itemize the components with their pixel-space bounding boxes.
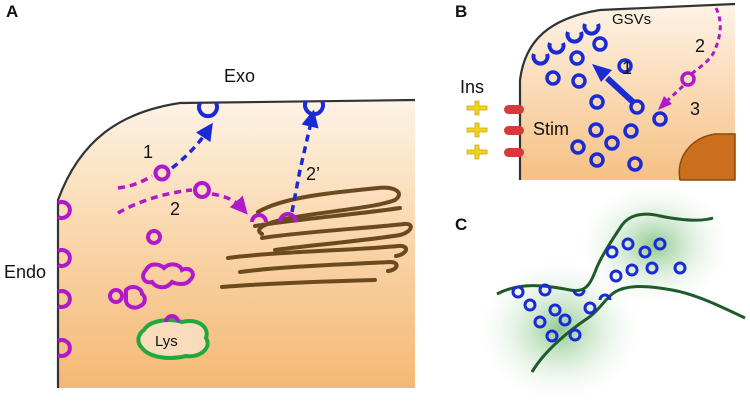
insulin-receptors <box>504 105 524 157</box>
gsv-vesicles <box>545 36 668 172</box>
gsv-icon <box>627 156 643 172</box>
gsv-icon <box>629 99 645 115</box>
docking-vesicle-icon <box>572 289 586 297</box>
lysosome-label: Lys <box>155 333 178 350</box>
pathway-2-vesicle-icon-b <box>680 71 696 87</box>
synaptic-vesicle-icon <box>621 237 635 251</box>
panel-a: A Exo Endo 1 2 2’ Lys <box>4 2 416 388</box>
docking-vesicle-icon <box>598 293 612 301</box>
endo-vesicle-icon <box>57 289 72 309</box>
synaptic-vesicle-icon <box>605 245 619 259</box>
panel-c: C <box>455 185 746 400</box>
synaptic-vesicles <box>511 237 687 343</box>
endo-label: Endo <box>4 262 46 282</box>
pathway-1-magenta-arrow <box>117 174 153 190</box>
pathway-2-magenta-arrow-b <box>211 192 248 215</box>
synaptic-vesicle-icon <box>533 315 547 329</box>
pathway-2-prime-label: 2’ <box>306 164 320 184</box>
golgi-vesicle-icon <box>250 213 268 223</box>
synaptic-vesicle-icon <box>609 269 623 283</box>
pathway-1-label: 1 <box>143 142 153 162</box>
synaptic-vesicle-icon <box>625 263 639 277</box>
gsv-icon <box>623 123 639 139</box>
lysosome-vesicle-icon <box>164 314 180 323</box>
endo-vesicle-icon <box>57 248 72 268</box>
pathway-3-magenta-arrow <box>666 84 685 102</box>
synaptic-vesicle-icon <box>523 298 537 312</box>
panel-a-membrane <box>56 98 416 388</box>
insulin-receptor-icon <box>504 105 524 114</box>
gsv-icon <box>569 50 585 66</box>
pathway-2-label-b: 2 <box>695 36 705 56</box>
gsvs-label: GSVs <box>612 11 651 28</box>
exo-vesicle-icon <box>197 102 219 119</box>
panel-a-letter: A <box>6 2 18 21</box>
synaptic-vesicle-icon <box>568 328 582 342</box>
pathway-3-arrowhead <box>658 96 672 110</box>
synaptic-vesicle-icon <box>638 245 652 259</box>
endo-vesicle-icon <box>57 200 72 220</box>
gsv-icon <box>571 73 587 89</box>
insulin-receptor-icon <box>504 126 524 135</box>
panel-b-membrane <box>518 2 736 180</box>
gsv-icon <box>617 58 633 74</box>
insulin-receptor-icon <box>504 148 524 157</box>
panel-c-glow-left <box>480 260 640 400</box>
ins-label: Ins <box>460 77 484 97</box>
synaptic-vesicle-icon <box>583 301 597 315</box>
pathway-1-blue-arrow-b <box>604 75 636 105</box>
panel-c-letter: C <box>455 215 467 234</box>
pathway-2-prime-blue-arrow <box>290 109 319 213</box>
synaptic-vesicle-icon <box>545 329 559 343</box>
neuron-membrane-upper <box>496 212 714 296</box>
panel-b-letter: B <box>455 2 467 21</box>
insulin-icon <box>466 144 488 160</box>
pathway-1-arrowhead-b <box>592 64 612 82</box>
endo-vesicle-icon <box>57 338 72 358</box>
synaptic-vesicle-icon <box>645 261 659 275</box>
insulin-molecules <box>466 100 488 160</box>
endosome-icon <box>108 229 195 310</box>
panel-b-cell <box>520 4 735 180</box>
synaptic-vesicle-icon <box>653 237 667 251</box>
synaptic-vesicle-icon <box>511 285 525 299</box>
stim-label: Stim <box>533 119 569 139</box>
insulin-icon <box>466 100 488 116</box>
pathway-1-vesicle-icon <box>153 164 171 182</box>
gsv-icon <box>604 135 620 151</box>
synaptic-vesicle-icon <box>538 283 552 297</box>
neuron-membrane-lower <box>530 285 746 373</box>
synaptic-vesicle-icon <box>558 313 572 327</box>
exo-label: Exo <box>224 66 255 86</box>
membrane-gsvs <box>531 23 601 66</box>
nucleus-icon <box>678 133 736 181</box>
gsv-icon <box>652 111 668 127</box>
gsv-icon <box>589 94 605 110</box>
gsv-icon <box>545 70 561 86</box>
pathway-3-label-b: 3 <box>690 99 700 119</box>
golgi-icon <box>220 185 413 289</box>
gsv-icon <box>589 152 605 168</box>
panel-b: B GSVs Ins Stim 1 2 3 <box>455 2 736 181</box>
pathway-2-label: 2 <box>170 199 180 219</box>
pathway-2-vesicle-icon <box>193 181 211 199</box>
pathway-2-magenta-arrow-b <box>688 7 722 77</box>
insulin-icon <box>466 122 488 138</box>
synaptic-vesicle-icon <box>673 261 687 275</box>
golgi-vesicle-icon <box>278 212 298 223</box>
synaptic-vesicle-icon <box>548 303 562 317</box>
pathway-1-blue-arrow <box>170 122 213 170</box>
gsv-icon <box>592 36 608 52</box>
pathway-2-magenta-arrow-a <box>117 188 193 215</box>
pathway-1-label-b: 1 <box>622 58 632 78</box>
gsv-icon <box>570 139 586 155</box>
endo-vesicles <box>57 200 72 358</box>
gsv-icon <box>588 122 604 138</box>
panel-a-cell <box>58 100 415 388</box>
